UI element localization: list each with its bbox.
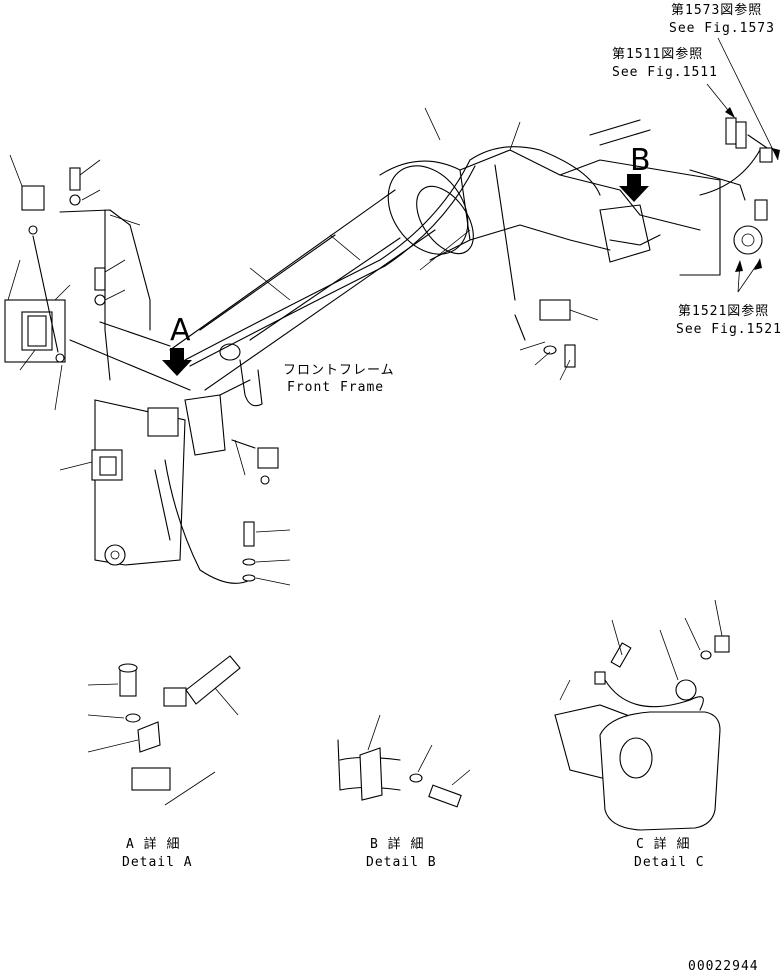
front-frame-boom — [169, 119, 761, 407]
view-arrow-b — [619, 174, 649, 202]
detail-c-title-en: Detail C — [634, 855, 705, 870]
ref-fig1521-en: See Fig.1521 — [676, 322, 782, 337]
detail-a-drawing — [87, 655, 241, 806]
bracket-parts-middle-right — [514, 299, 576, 368]
ref-fig1573-jp: 第1573図参照 — [671, 2, 762, 18]
ref-fig1573-en: See Fig.1573 — [669, 21, 775, 36]
work-lamp-c — [147, 394, 279, 485]
detail-a-title-jp: A 詳 細 — [126, 836, 180, 852]
ref-fig1511-en: See Fig.1511 — [612, 65, 718, 80]
left-lamp-assembly — [4, 167, 191, 391]
horn-top-right — [733, 199, 768, 255]
reference-leaders — [706, 37, 780, 293]
detail-c-title-jp: C 詳 細 — [636, 836, 690, 852]
detail-b-title-jp: B 詳 細 — [370, 836, 424, 852]
view-arrow-a — [162, 348, 192, 376]
part-leaders — [7, 107, 599, 586]
ref-fig1521-jp: 第1521図参照 — [678, 303, 769, 319]
detail-a-title-en: Detail A — [122, 855, 193, 870]
ref-fig1511-jp: 第1511図参照 — [612, 46, 703, 62]
view-marker-b: B — [630, 143, 651, 178]
front-frame-label-en: Front Frame — [287, 380, 384, 395]
detail-b-title-en: Detail B — [366, 855, 437, 870]
detail-b-drawing — [337, 714, 471, 808]
drawing-number: 00022944 — [688, 959, 759, 974]
detail-c-drawing — [554, 599, 730, 831]
front-frame-label-jp: フロントフレーム — [283, 363, 395, 378]
bolt-stack-middle — [242, 521, 256, 582]
connector-bundle-top-right — [725, 117, 773, 163]
